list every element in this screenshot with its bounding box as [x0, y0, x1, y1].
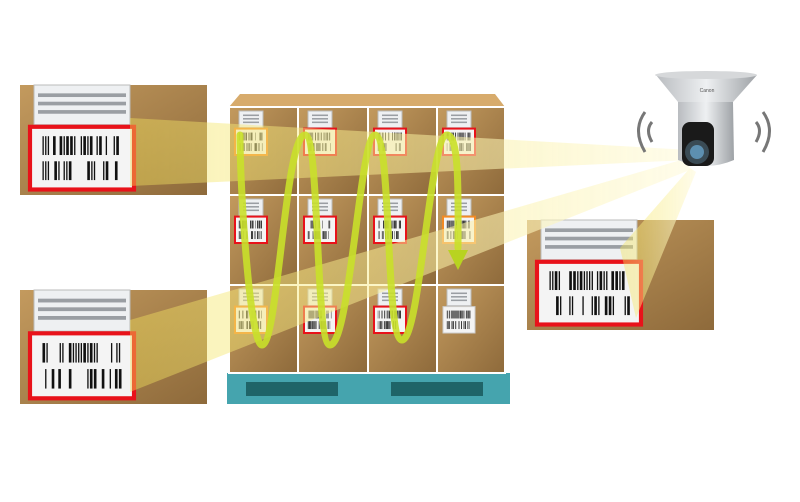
signal-wave-icon — [761, 111, 771, 153]
pallet — [227, 373, 510, 404]
barcode — [42, 136, 119, 181]
signal-wave-icon — [754, 121, 761, 143]
ptz-camera: Canon — [637, 71, 771, 166]
pallet-slot — [391, 382, 483, 396]
shipping-label — [27, 289, 137, 401]
signal-wave-icon — [637, 111, 647, 153]
carton — [367, 284, 438, 374]
signal-wave-icon — [647, 121, 654, 143]
pallet-slot — [246, 382, 338, 396]
barcode — [42, 343, 122, 389]
detail-box-right — [527, 219, 714, 330]
barcode — [446, 310, 471, 330]
shipping-label — [442, 288, 476, 334]
arrow-head-icon — [448, 250, 468, 270]
carton — [436, 284, 506, 374]
scan-path-arrow — [236, 131, 468, 349]
stack-top — [229, 94, 505, 107]
shipping-label — [27, 84, 137, 192]
barcode — [549, 271, 630, 316]
beam-top-left — [130, 118, 690, 186]
shipping-label — [534, 219, 644, 327]
beam-right — [620, 168, 696, 318]
camera-logo: Canon — [700, 88, 715, 94]
